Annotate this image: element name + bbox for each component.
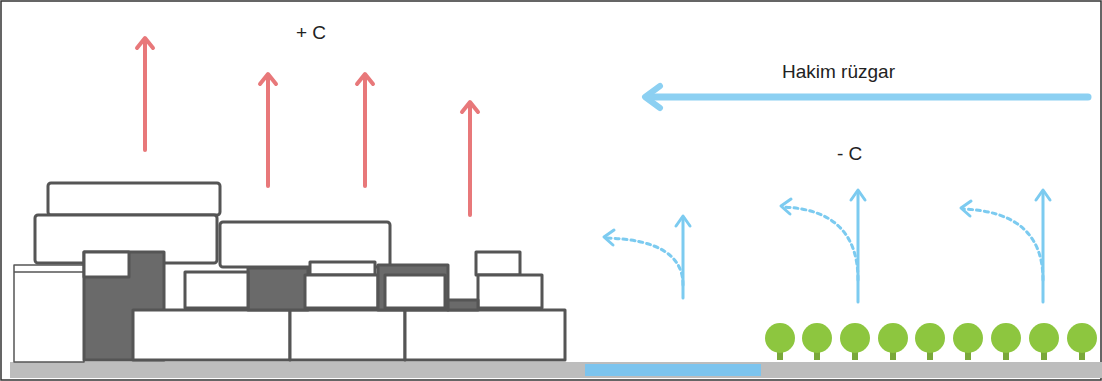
- building: [84, 252, 129, 277]
- wind-arrow: [648, 94, 1088, 101]
- arrow-head: [260, 74, 276, 84]
- arrow-head: [781, 199, 791, 214]
- heat-arrow: [143, 40, 147, 150]
- annotation-label: + C: [296, 22, 326, 44]
- heat-arrow: [363, 76, 367, 186]
- tree: [991, 323, 1021, 353]
- tree: [1029, 323, 1059, 353]
- cool-air-drift: [963, 209, 1043, 280]
- tree: [802, 323, 832, 353]
- building: [290, 310, 405, 360]
- cool-air-arrow: [857, 192, 860, 302]
- building: [48, 183, 220, 215]
- cool-air-drift: [606, 238, 683, 285]
- building: [310, 262, 375, 275]
- arrow-head: [851, 190, 865, 200]
- building: [305, 275, 378, 308]
- arrow-head: [462, 102, 478, 112]
- arrow-head: [1036, 190, 1050, 200]
- arrow-head: [645, 86, 660, 108]
- building: [385, 275, 445, 308]
- building: [405, 310, 565, 360]
- arrow-head: [676, 216, 690, 226]
- tree: [1067, 323, 1097, 353]
- tree: [953, 323, 983, 353]
- building: [185, 272, 248, 308]
- ground: [10, 362, 1102, 378]
- tree: [878, 323, 908, 353]
- building-shadow: [248, 268, 308, 310]
- building-edge: [14, 271, 84, 273]
- heat-arrow: [266, 76, 270, 186]
- tree: [765, 323, 795, 353]
- building: [14, 265, 84, 362]
- cool-air-arrow: [1042, 192, 1045, 302]
- tree: [915, 323, 945, 353]
- arrow-head: [604, 230, 614, 245]
- water-body: [585, 364, 761, 376]
- building: [476, 252, 520, 275]
- building: [478, 275, 542, 308]
- arrow-head: [137, 38, 153, 48]
- arrow-head: [961, 201, 971, 216]
- arrow-head: [357, 74, 373, 84]
- building: [133, 310, 290, 360]
- annotation-label: - C: [837, 143, 862, 165]
- building-shadow: [448, 300, 478, 310]
- tree: [840, 323, 870, 353]
- heat-arrow: [468, 104, 472, 215]
- cool-air-drift: [783, 207, 858, 280]
- building: [220, 222, 390, 267]
- annotation-label: Hakim rüzgar: [782, 61, 895, 83]
- building-shadow: [378, 265, 448, 310]
